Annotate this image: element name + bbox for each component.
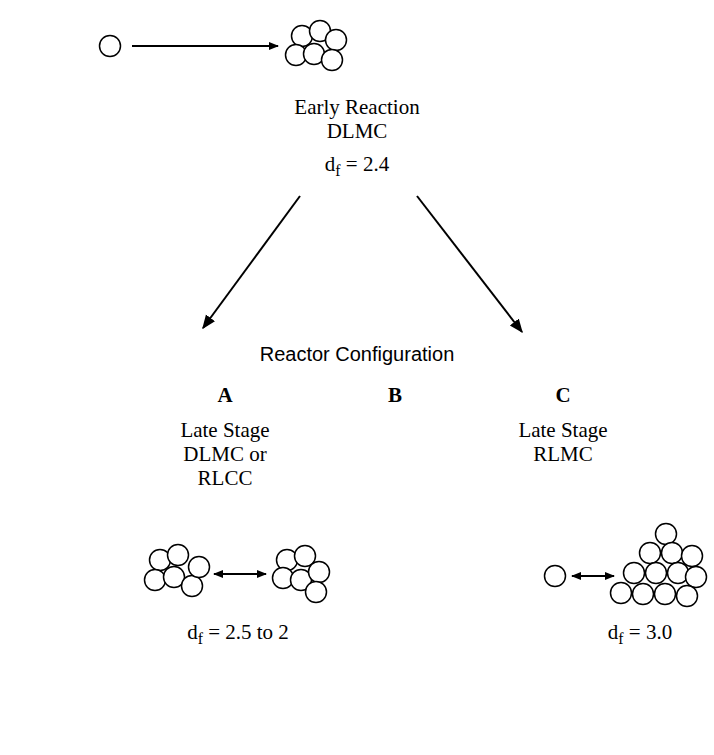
particle — [624, 563, 645, 584]
particle — [545, 566, 566, 587]
growth-arrow — [132, 45, 278, 47]
particle — [168, 545, 189, 566]
particle — [656, 524, 677, 545]
branch-arrow — [417, 196, 522, 332]
particle — [326, 30, 347, 51]
particle — [646, 563, 667, 584]
particle — [662, 543, 683, 564]
particle — [633, 584, 654, 605]
particle — [182, 576, 203, 597]
configuration-letter: A — [217, 383, 232, 407]
configuration-letter: B — [388, 383, 402, 407]
stage-label: Late Stage DLMC or RLCC — [173, 418, 278, 490]
particle — [145, 570, 166, 591]
configuration-letter: C — [555, 383, 570, 407]
particle — [640, 543, 661, 564]
exchange-arrow — [572, 575, 614, 577]
particle — [306, 582, 327, 603]
particle — [322, 50, 343, 71]
particle — [611, 583, 632, 604]
arrows — [132, 46, 614, 576]
fractal-dimension: df = 2.5 to 2 — [187, 620, 289, 646]
stage-label: Late Stage RLMC — [511, 418, 616, 466]
particle — [100, 36, 121, 57]
fractal-dimension: df = 3.0 — [608, 620, 672, 646]
particle — [309, 562, 330, 583]
particle — [686, 567, 707, 588]
exchange-arrow — [214, 573, 266, 575]
stage-label: Reactor Configuration — [260, 342, 455, 366]
branch-arrow — [203, 196, 300, 328]
particle-clusters — [100, 21, 707, 607]
stage-label: Early Reaction DLMC — [287, 95, 427, 143]
particle — [655, 584, 676, 605]
fractal-dimension: df = 2.4 — [325, 152, 389, 178]
particle — [682, 546, 703, 567]
particle — [677, 586, 698, 607]
particle — [189, 557, 210, 578]
